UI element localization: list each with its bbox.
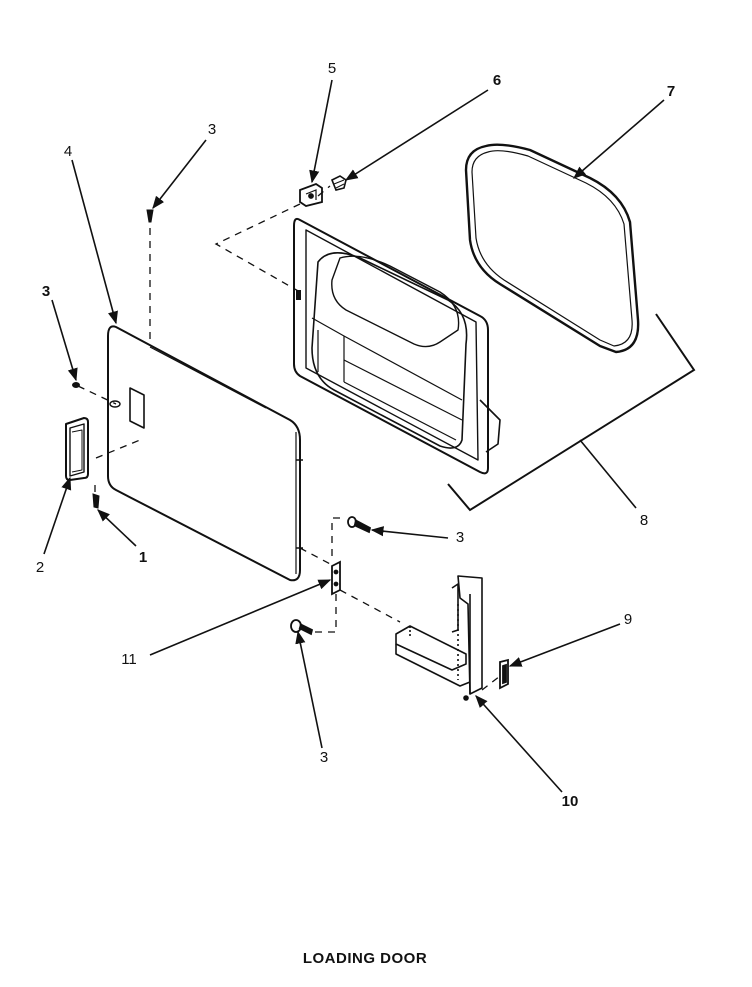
leader-9: [508, 623, 621, 667]
leader-3c: [370, 526, 449, 539]
leader-6: [344, 89, 489, 181]
hinge-plate: [499, 658, 509, 690]
leader-2: [43, 476, 72, 555]
callout-6: 6: [493, 72, 501, 89]
leader-3b: [51, 299, 78, 382]
callout-8: 8: [640, 512, 648, 529]
leader-3d: [295, 630, 323, 749]
handle-screw: [92, 493, 100, 509]
door-hinge: [331, 560, 341, 596]
callout-10: 10: [562, 793, 579, 810]
callout-3-left: 3: [42, 283, 50, 300]
diagram-caption: LOADING DOOR: [302, 950, 428, 967]
callout-11: 11: [121, 651, 137, 668]
assembly-dashed-lines: [77, 185, 501, 691]
leader-1: [97, 509, 137, 547]
catch-spring: [330, 175, 347, 191]
leader-lines: [43, 79, 665, 793]
leader-5: [309, 79, 333, 184]
callout-4: 4: [64, 143, 72, 160]
leader-7: [573, 99, 665, 179]
callout-3-hinge-upper: 3: [456, 529, 464, 546]
screw-left: [72, 382, 80, 388]
callout-9: 9: [624, 611, 632, 628]
door-gasket: [464, 143, 640, 354]
inner-door-frame: [293, 217, 501, 475]
leader-3a: [152, 139, 207, 210]
strike-bracket: [299, 182, 323, 207]
assembly-bracket-8: [447, 313, 696, 512]
callout-7: 7: [667, 83, 675, 100]
hinge-support: [395, 575, 483, 701]
door-handle: [65, 417, 89, 481]
callout-3-top: 3: [208, 121, 216, 138]
callout-3-hinge-lower: 3: [320, 749, 328, 766]
screw-hinge-upper: [347, 516, 372, 534]
screw-hinge-lower: [290, 619, 314, 636]
leader-11: [149, 579, 332, 656]
callout-5: 5: [328, 60, 336, 77]
screw-top: [146, 209, 154, 223]
leader-8: [579, 439, 637, 509]
callout-2: 2: [36, 559, 44, 576]
callout-1: 1: [139, 549, 147, 566]
door-panel: [107, 325, 303, 582]
leader-4: [71, 159, 118, 325]
leader-10: [475, 695, 563, 793]
